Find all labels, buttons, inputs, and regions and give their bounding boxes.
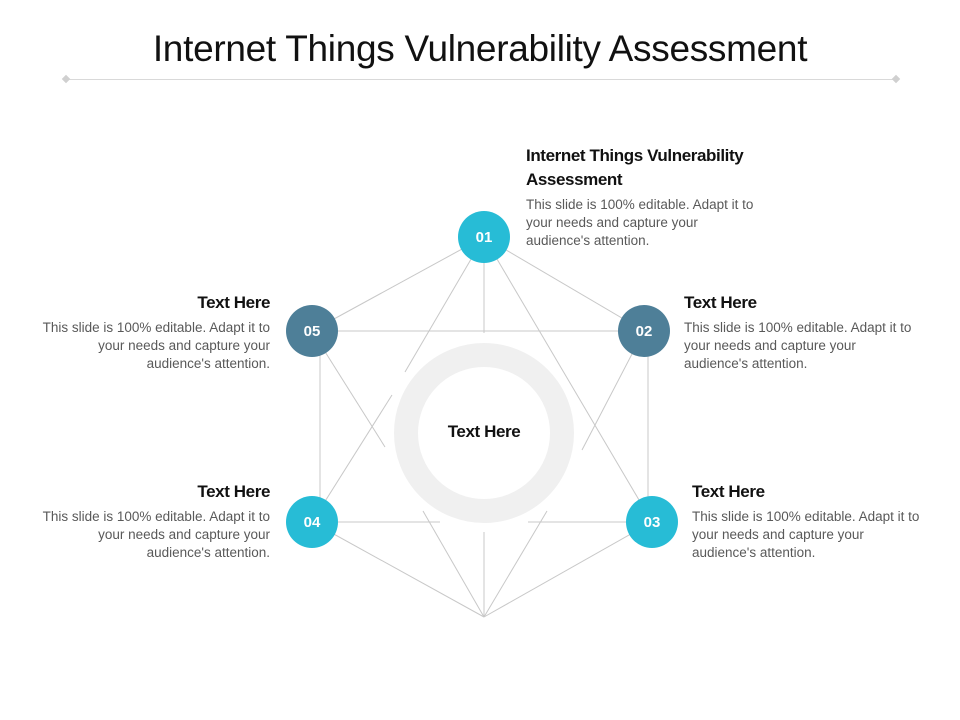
block-05-body: This slide is 100% editable. Adapt it to… (42, 320, 270, 371)
text-block-01: Internet Things Vulnerability Assessment… (526, 144, 766, 250)
slide-title: Internet Things Vulnerability Assessment (152, 28, 808, 69)
node-03: 03 (626, 496, 678, 548)
block-04-body: This slide is 100% editable. Adapt it to… (42, 509, 270, 560)
block-01-body: This slide is 100% editable. Adapt it to… (526, 197, 754, 248)
block-02-body: This slide is 100% editable. Adapt it to… (684, 320, 912, 371)
center-label: Text Here (447, 422, 521, 441)
block-05-heading: Text Here (197, 293, 270, 312)
title-divider (66, 79, 896, 80)
node-04: 04 (286, 496, 338, 548)
block-04-heading: Text Here (197, 482, 270, 501)
block-03-body: This slide is 100% editable. Adapt it to… (692, 509, 920, 560)
text-block-05: Text Here This slide is 100% editable. A… (40, 291, 271, 373)
text-block-02: Text Here This slide is 100% editable. A… (684, 291, 914, 373)
text-block-04: Text Here This slide is 100% editable. A… (40, 480, 271, 562)
node-01: 01 (458, 211, 510, 263)
block-03-heading: Text Here (692, 482, 765, 501)
block-01-heading: Internet Things Vulnerability Assessment (526, 146, 744, 189)
block-02-heading: Text Here (684, 293, 757, 312)
node-05: 05 (286, 305, 338, 357)
node-02: 02 (618, 305, 670, 357)
text-block-03: Text Here This slide is 100% editable. A… (692, 480, 922, 562)
